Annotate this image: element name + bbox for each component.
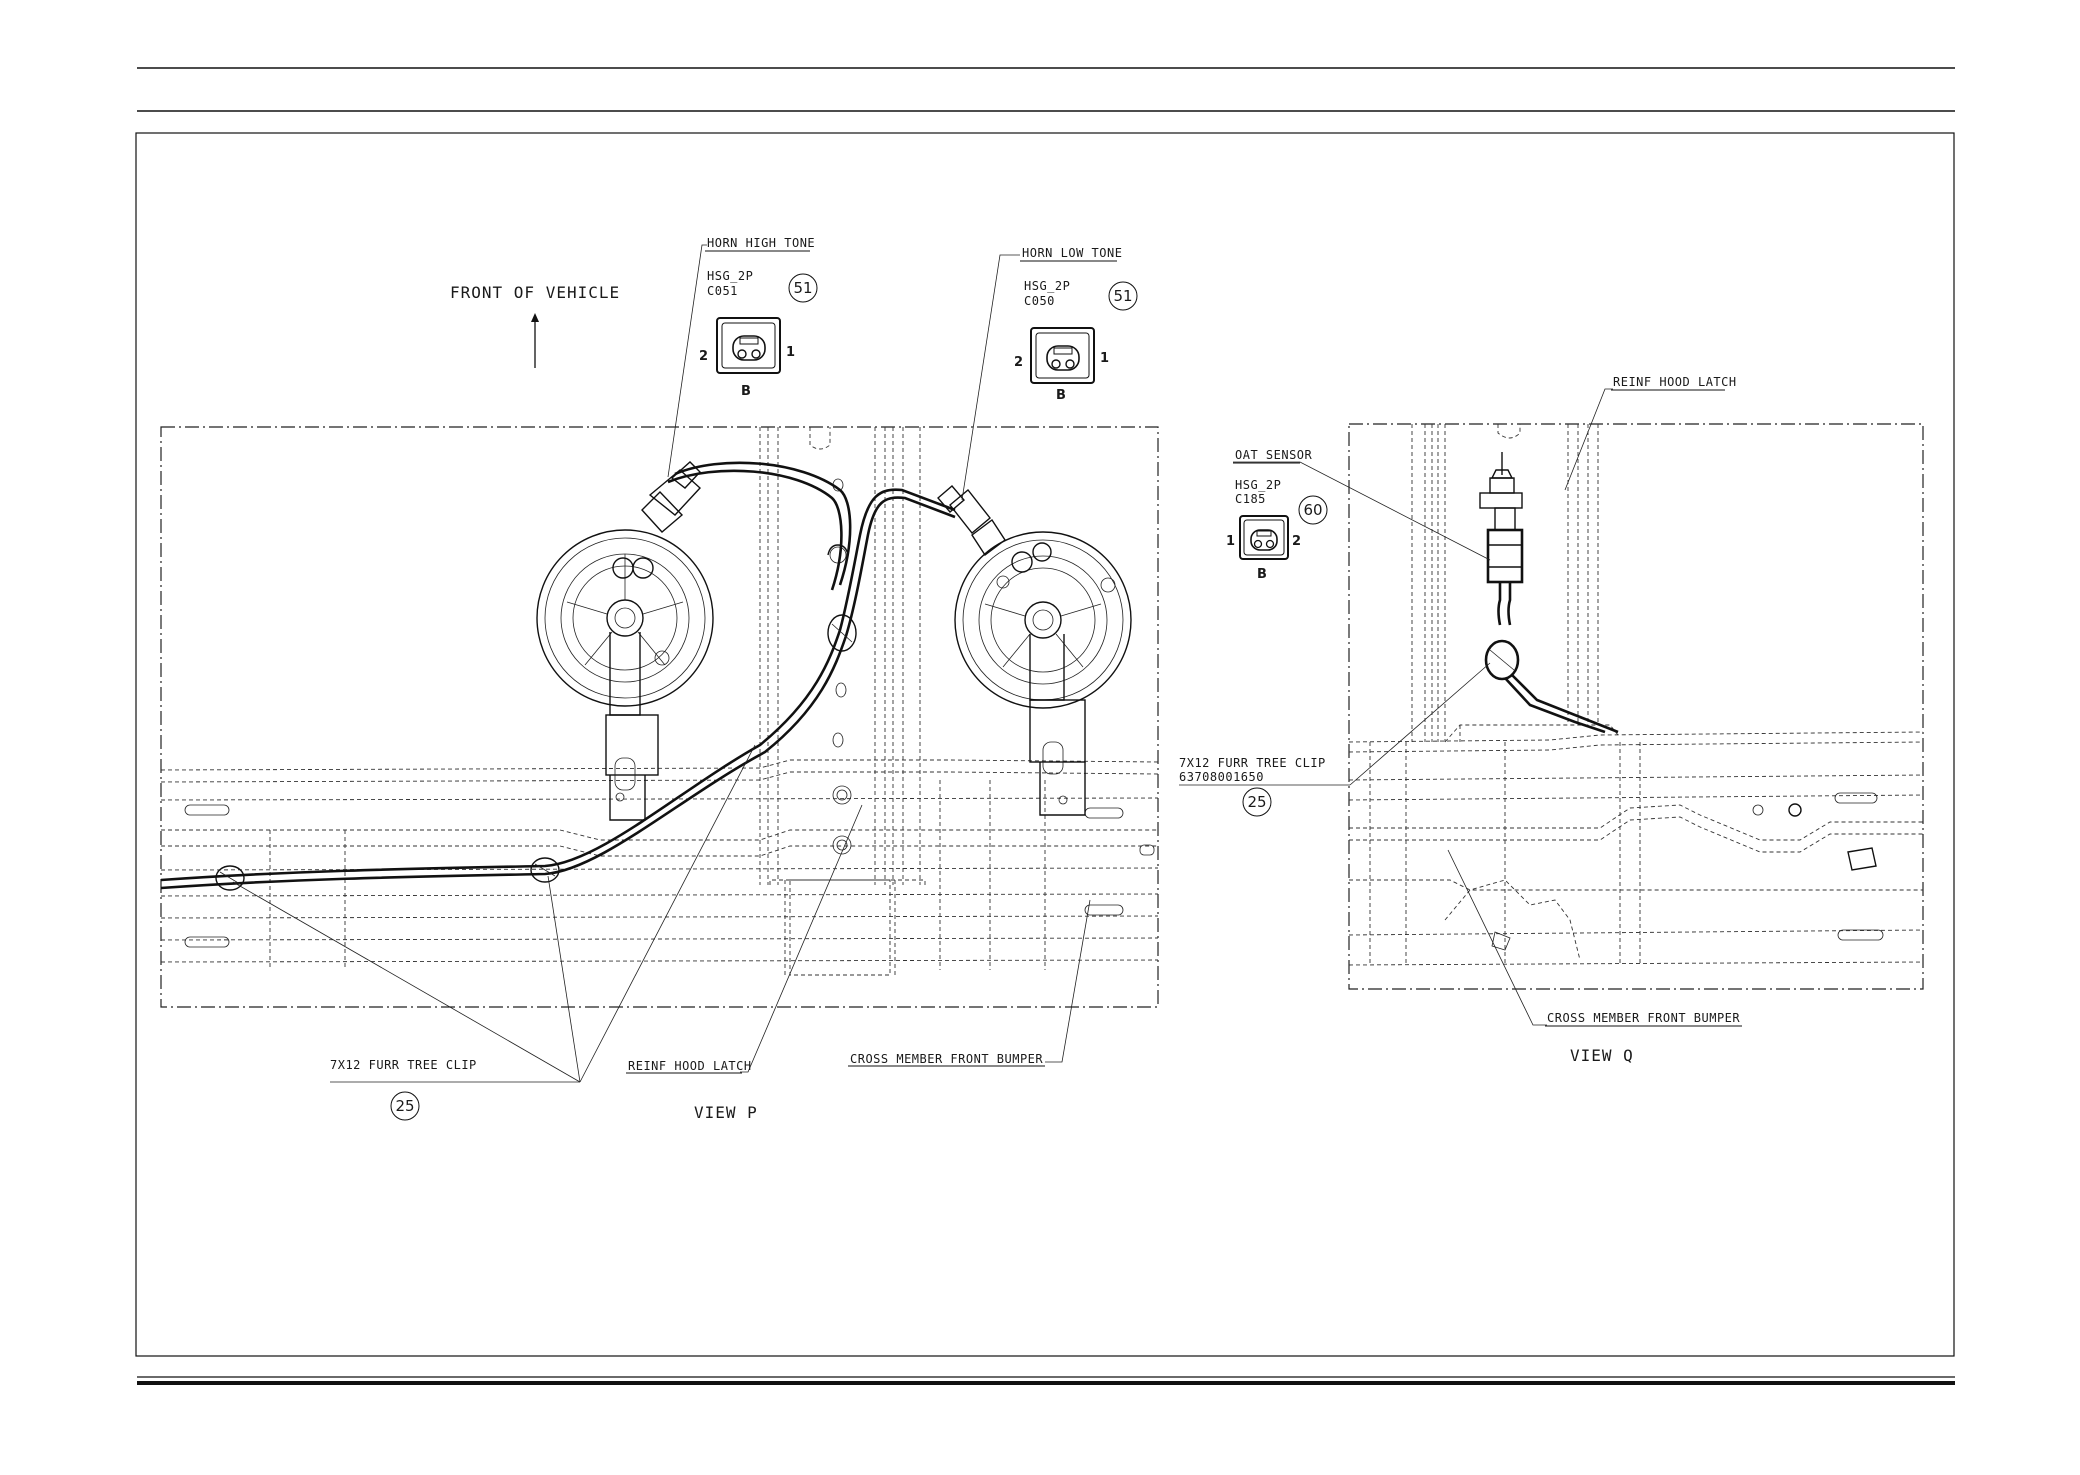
horn-low-tone-callout-number: 51 [1113, 287, 1132, 305]
view-q-drawing [1179, 388, 1924, 1026]
view-p-clip-bubble [390, 1091, 420, 1121]
view-q-reinf-label: REINF HOOD LATCH [1613, 375, 1737, 389]
view-q-boundary [1348, 423, 1924, 990]
horn-high-tone-pin-right: 1 [786, 345, 795, 360]
view-q-title: VIEW Q [1570, 1046, 1634, 1065]
oat-sensor-bubble [1298, 495, 1328, 525]
page-header-rules [137, 67, 1955, 112]
horn-high-tone-connector-icon [716, 317, 781, 374]
horn-low-tone-callout: HORN LOW TONE HSG_2P C050 51 2 1 B [1014, 246, 1138, 403]
view-p-reinf-label: REINF HOOD LATCH [628, 1059, 752, 1073]
horn-low-tone-pin-right: 1 [1100, 351, 1109, 366]
view-p-harness [160, 461, 956, 890]
view-q-clip-label: 7X12 FURR TREE CLIP [1179, 756, 1326, 770]
view-p-clip-label: 7X12 FURR TREE CLIP [330, 1058, 477, 1072]
horn-high-tone-type: HSG_2P [707, 269, 753, 283]
horn-high-tone-connector [641, 461, 701, 533]
view-q-clip-bubble [1242, 787, 1272, 817]
view-p-leaders [232, 244, 1091, 1083]
view-p-cross-label: CROSS MEMBER FRONT BUMPER [850, 1052, 1043, 1066]
oat-sensor-code: C185 [1235, 492, 1266, 506]
oat-sensor-side: B [1257, 567, 1267, 582]
view-p-hood-latch [759, 427, 926, 976]
view-p-boundary [160, 426, 1159, 1008]
view-q-hood-latch [1411, 424, 1619, 743]
horn-high-tone-callout: HORN HIGH TONE HSG_2P C051 51 2 1 B [699, 236, 818, 399]
horn-low-tone-type: HSG_2P [1024, 279, 1070, 293]
horn-high-tone-label: HORN HIGH TONE [707, 236, 815, 250]
horn-low-tone-body [954, 531, 1132, 816]
horn-high-tone-callout-number: 51 [793, 279, 812, 297]
oat-sensor-callout: OAT SENSOR HSG_2P C185 60 1 2 B [1226, 448, 1328, 582]
front-of-vehicle-label: FRONT OF VEHICLE [450, 283, 620, 302]
horn-high-tone-code: C051 [707, 284, 738, 298]
horn-high-tone-pin-left: 2 [699, 349, 708, 364]
front-arrow-icon [531, 313, 539, 368]
view-q-cross-label: CROSS MEMBER FRONT BUMPER [1547, 1011, 1740, 1025]
oat-sensor-callout-number: 60 [1303, 501, 1322, 519]
drawing-frame [135, 132, 1955, 1357]
view-p-clip-callout-number: 25 [395, 1097, 414, 1115]
oat-sensor-label: OAT SENSOR [1235, 448, 1313, 462]
view-p-clip-callout: 7X12 FURR TREE CLIP 25 [330, 1058, 477, 1121]
horn-low-tone-code: C050 [1024, 294, 1055, 308]
view-q-clip-callout: 7X12 FURR TREE CLIP 63708001650 25 [1179, 756, 1326, 817]
view-q-clip-callout-number: 25 [1247, 793, 1266, 811]
horn-low-tone-connector-icon [1030, 327, 1095, 384]
view-q-cross-member [1348, 731, 1924, 966]
horn-low-tone-side: B [1056, 388, 1066, 403]
view-p-clip-icons [215, 614, 857, 891]
horn-low-tone-label: HORN LOW TONE [1022, 246, 1122, 260]
view-p-drawing [160, 244, 1159, 1083]
horn-low-tone-bubble [1108, 281, 1138, 311]
page-footer-rules [137, 1376, 1955, 1385]
oat-sensor-pin-right: 2 [1292, 534, 1301, 549]
view-p-cross-member [160, 759, 1159, 970]
view-q-clip-part-number: 63708001650 [1179, 770, 1264, 784]
oat-sensor-connector-icon [1239, 515, 1289, 560]
horn-high-tone-bubble [788, 273, 818, 303]
oat-sensor-type: HSG_2P [1235, 478, 1281, 492]
horn-high-tone-body [536, 529, 714, 821]
view-p-title: VIEW P [694, 1103, 758, 1122]
horn-low-tone-connector [937, 485, 1006, 557]
oat-sensor-body [1479, 452, 1619, 734]
horn-high-tone-side: B [741, 384, 751, 399]
oat-sensor-pin-left: 1 [1226, 534, 1235, 549]
horn-low-tone-pin-left: 2 [1014, 355, 1023, 370]
view-q-leaders [1179, 388, 1613, 1026]
